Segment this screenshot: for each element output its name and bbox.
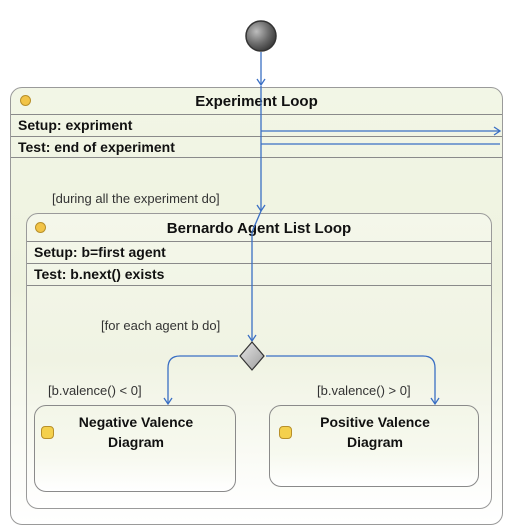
divider (11, 114, 502, 115)
negative-guard-label: [b.valence() < 0] (48, 383, 142, 398)
positive-guard-label: [b.valence() > 0] (317, 383, 411, 398)
experiment-loop-title: Experiment Loop (195, 93, 318, 110)
initial-node[interactable] (245, 20, 277, 52)
divider (27, 285, 491, 286)
state-icon (279, 426, 292, 439)
agent-list-loop-title: Bernardo Agent List Loop (166, 220, 352, 237)
state-title-line1: Negative Valence (78, 414, 194, 430)
experiment-loop-setup: Setup: expriment (18, 117, 133, 133)
agent-list-loop-setup: Setup: b=first agent (34, 244, 166, 260)
flow-decision-to-positive (266, 355, 436, 404)
flow-decision-to-negative (167, 355, 238, 404)
divider (11, 157, 502, 158)
arrowhead (247, 334, 257, 343)
negative-valence-state[interactable]: Negative Valence Diagram (34, 405, 236, 492)
arrowhead (256, 78, 266, 87)
agent-list-loop-test: Test: b.next() exists (34, 266, 165, 282)
loop-icon (20, 95, 31, 106)
positive-valence-state[interactable]: Positive Valence Diagram (269, 405, 479, 487)
decision-node[interactable] (239, 341, 265, 371)
divider (27, 241, 491, 242)
state-icon (41, 426, 54, 439)
state-title-line2: Diagram (107, 434, 165, 450)
loop-icon (35, 222, 46, 233)
flow-segment (251, 210, 262, 233)
arrowhead (163, 397, 173, 406)
agent-guard-label: [for each agent b do] (101, 318, 221, 333)
state-title-line1: Positive Valence (320, 414, 430, 430)
flow-lines (163, 52, 502, 406)
divider (27, 263, 491, 264)
experiment-loop-test: Test: end of experiment (18, 139, 175, 155)
experiment-guard-label: [during all the experiment do] (52, 191, 220, 206)
divider (11, 136, 502, 137)
arrowhead (430, 397, 440, 406)
state-title-line2: Diagram (346, 434, 404, 450)
arrowhead (493, 126, 502, 136)
